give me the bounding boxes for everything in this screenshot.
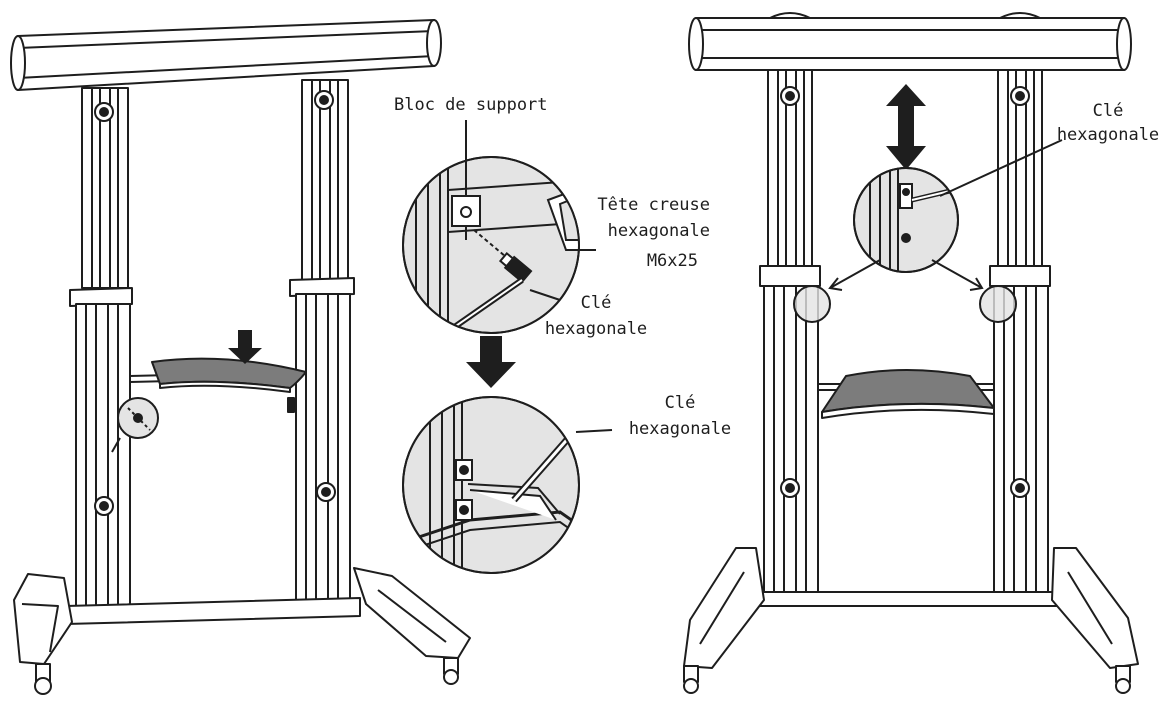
label-tete-creuse-line1: Tête creuse xyxy=(597,195,710,215)
stand-right-upper-column-left xyxy=(767,69,813,281)
label-cle-middle-line1: Clé xyxy=(580,293,612,313)
label-cle-lower-line2: hexagonale xyxy=(628,419,732,439)
stand-right-base xyxy=(683,547,1139,694)
stand-left-upper-column-left xyxy=(81,87,129,289)
stand-left-lower-column-left xyxy=(69,287,133,611)
stand-left-shelf xyxy=(129,357,307,413)
arrow-up-down-icon xyxy=(886,84,926,170)
label-cle-lower-line1: Clé xyxy=(664,393,696,413)
label-cle-middle-line2: hexagonale xyxy=(544,319,648,339)
arrow-down-icon xyxy=(466,336,516,388)
stand-left xyxy=(10,19,471,695)
stand-left-base xyxy=(13,567,471,695)
stand-right-detail-circle-right xyxy=(979,285,1017,323)
zoom-detail-right xyxy=(828,139,1063,291)
stand-left-detail-circle xyxy=(111,397,159,453)
label-cle-right-line2: hexagonale xyxy=(1056,125,1160,145)
arrow-down-icon xyxy=(228,330,262,364)
stand-right xyxy=(683,12,1139,694)
stand-right-upper-column-right xyxy=(997,69,1043,281)
stand-right-lower-column-right xyxy=(989,265,1051,593)
stand-left-lower-column-right xyxy=(289,277,355,601)
stand-left-top-beam xyxy=(10,19,442,91)
stand-right-top-beam xyxy=(688,12,1132,71)
label-cle-right-line1: Clé xyxy=(1092,101,1124,121)
stand-right-detail-circle-left xyxy=(793,285,831,323)
stand-right-shelf xyxy=(818,369,995,419)
label-m6x25: M6x25 xyxy=(646,251,698,271)
zoom-detail-bracket xyxy=(402,120,596,334)
zoom-detail-installed xyxy=(402,396,613,574)
label-tete-creuse-line2: hexagonale xyxy=(607,221,710,241)
stand-left-upper-column-right xyxy=(301,79,349,283)
label-bloc-de-support: Bloc de support xyxy=(394,95,548,115)
stand-right-lower-column-left xyxy=(759,265,821,593)
